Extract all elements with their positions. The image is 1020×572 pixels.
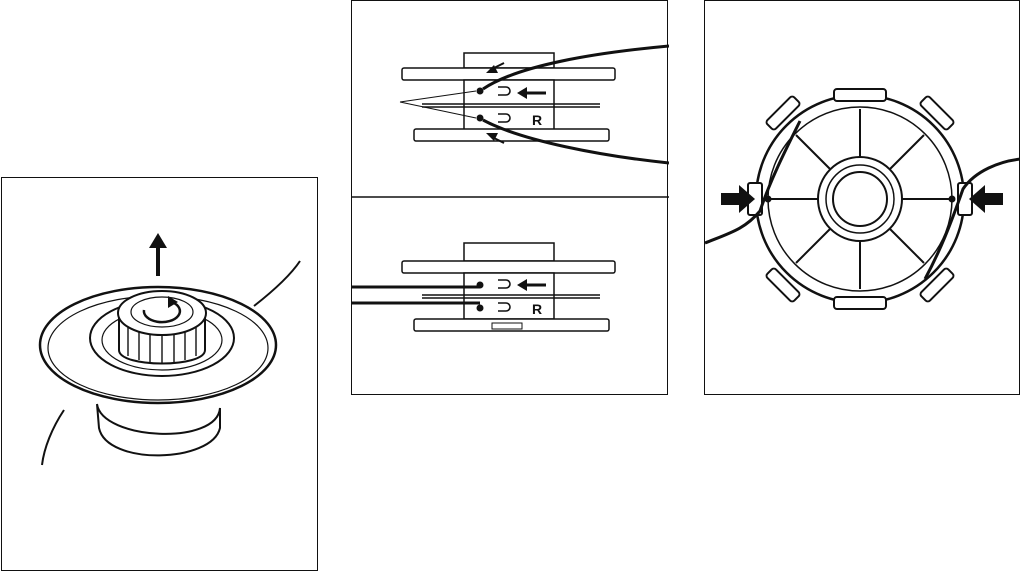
trim-line-right <box>254 261 300 306</box>
spool-side-view-bottom: R <box>352 243 615 331</box>
arrow-left-icon <box>969 185 1003 213</box>
spool-top-view-panel <box>704 0 1020 395</box>
spool-side-view-top: R <box>400 46 669 163</box>
right-marker-label: R <box>532 112 542 128</box>
trimmer-head-illustration <box>2 178 319 572</box>
spool-threading-illustration: R R <box>352 1 669 396</box>
trim-line-left <box>42 410 64 465</box>
right-marker-label: R <box>532 301 542 317</box>
spool-threading-panel: R R <box>351 0 668 395</box>
spool-top-view-illustration <box>705 1 1020 396</box>
lower-hub <box>97 404 220 455</box>
trimmer-head-panel <box>1 177 318 571</box>
